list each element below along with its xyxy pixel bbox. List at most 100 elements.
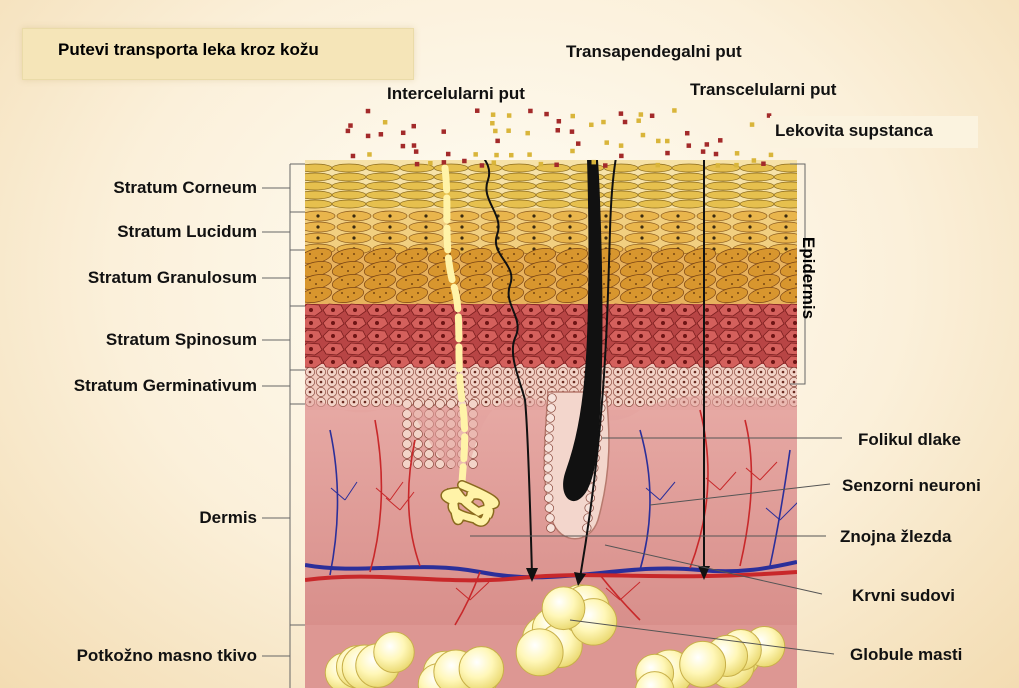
cell-nucleus [388,225,391,228]
ridge-cell [425,450,434,459]
ridge-cell [403,430,412,439]
granule [321,253,323,255]
corneum-cell [570,164,604,172]
granule [699,283,701,285]
label-stratum-granulosum: Stratum Granulosum [88,268,257,288]
cell-nucleus [793,308,797,312]
label-blood-vessels: Krvni sudovi [852,586,955,606]
cell-nucleus [507,360,511,364]
granule [571,270,573,272]
granule [629,253,631,255]
cell-nucleus [485,381,488,384]
cell-nucleus [604,214,607,217]
granule [469,292,471,294]
granule [769,253,771,255]
granule [379,270,381,272]
drug-particle [672,108,677,113]
drug-particle [527,152,532,157]
granule [545,266,547,268]
granule [731,257,733,259]
granule [673,253,675,255]
granule [565,253,567,255]
cell-nucleus [705,381,708,384]
label-hair-follicle: Folikul dlake [858,430,961,450]
corneum-cell [604,191,638,199]
corneum-cell [774,182,808,190]
cell-nucleus [771,371,774,374]
cell-nucleus [705,334,709,338]
cell-nucleus [419,381,422,384]
granule [321,266,323,268]
granule [437,279,439,281]
cell-nucleus [672,391,675,394]
cell-nucleus [408,391,411,394]
drug-particle [716,163,721,168]
cell-nucleus [463,347,467,351]
drug-particle [383,120,388,125]
drug-particle [641,133,646,138]
drug-particle [525,131,530,136]
drug-particle [490,121,495,126]
cell-nucleus [760,391,763,394]
cell-nucleus [793,391,796,394]
cell-nucleus [716,371,719,374]
corneum-cell [332,191,366,199]
corneum-cell [298,164,332,172]
drug-particle [752,158,757,163]
corneum-cell [706,182,740,190]
cell-nucleus [460,236,463,239]
drug-particle [570,129,575,134]
cell-nucleus [760,371,763,374]
granule [341,253,343,255]
granule [731,270,733,272]
granule [737,253,739,255]
granule [501,292,503,294]
cell-nucleus [485,391,488,394]
cell-nucleus [375,334,379,338]
cell-nucleus [496,401,499,404]
follicle-cell [544,494,553,503]
cell-nucleus [430,391,433,394]
cell-nucleus [364,391,367,394]
cell-nucleus [727,371,730,374]
granule [757,253,759,255]
cell-nucleus [460,225,463,228]
cell-nucleus [640,214,643,217]
granule [641,253,643,255]
drug-particle [366,134,371,139]
corneum-cell [468,182,502,190]
drug-particle [554,163,559,168]
cell-nucleus [375,347,379,351]
drug-particle [656,163,661,168]
granule [309,279,311,281]
ridge-cell [414,460,423,469]
ridge-cell [403,440,412,449]
granule [469,279,471,281]
corneum-cell [774,164,808,172]
follicle-cell [585,504,594,513]
label-epidermis: Epidermis [798,237,818,319]
granule [443,283,445,285]
granule [699,257,701,259]
follicle-cell [544,454,553,463]
granule [789,279,791,281]
cell-nucleus [784,236,787,239]
cell-nucleus [342,381,345,384]
cell-nucleus [676,225,679,228]
follicle-cell [547,524,556,533]
cell-nucleus [452,371,455,374]
cell-nucleus [529,334,533,338]
cell-nucleus [639,321,643,325]
cell-nucleus [507,308,511,312]
label-drug-substance: Lekovita supstanca [775,121,933,141]
follicle-cell [544,464,553,473]
granule [763,283,765,285]
cell-nucleus [568,214,571,217]
cell-nucleus [375,391,378,394]
corneum-cell [298,200,332,208]
granule [411,296,413,298]
granule [379,296,381,298]
granule [315,270,317,272]
granule [309,266,311,268]
corneum-cell [332,164,366,172]
